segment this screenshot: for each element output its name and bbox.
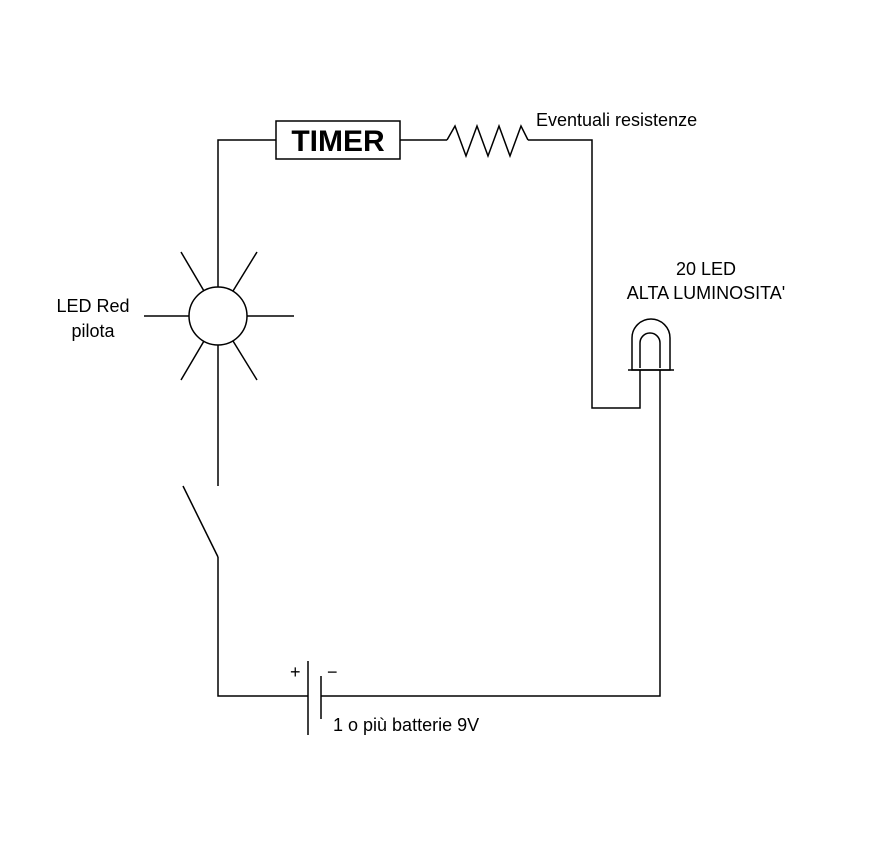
timer-label: TIMER [291,125,385,158]
led-array-symbol [628,318,674,371]
battery-label: 1 o più batterie 9V [333,715,479,735]
switch-symbol [182,485,219,558]
wire-left-lower [217,557,308,697]
wire-top-left [217,139,276,288]
pilot-led-symbol [144,251,294,381]
led-array-label-line2: ALTA LUMINOSITA' [627,283,785,303]
resistor-label: Eventuali resistenze [536,110,697,130]
resistor-symbol [446,123,529,159]
pilot-led-label-line2: pilota [71,321,115,341]
battery-minus-sign: − [327,662,338,682]
timer-block: TIMER [275,120,401,160]
led-array-label-line1: 20 LED [676,259,736,279]
battery-plus-sign: + [290,662,301,682]
wire-right-lower [321,370,661,697]
battery-symbol [307,661,322,735]
pilot-led-label-line1: LED Red [56,296,129,316]
wire-right-upper [528,139,641,409]
